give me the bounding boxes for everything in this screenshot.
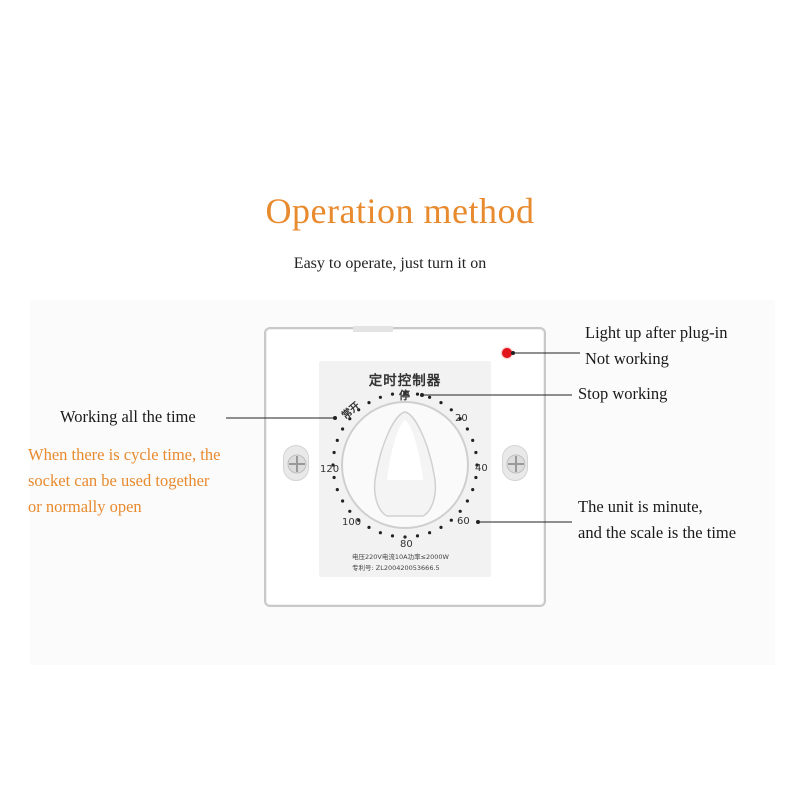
dial-dot: [332, 450, 336, 455]
dial-dot: [331, 463, 335, 467]
annotation-unit-line-2: and the scale is the time: [578, 523, 737, 542]
annotation-cycle-line-1: When there is cycle time, the: [28, 445, 221, 464]
annotation-working-all-time: Working all the time: [60, 407, 196, 426]
page-title: Operation method: [265, 191, 535, 231]
dial-dot: [335, 488, 339, 492]
dial-dot: [415, 534, 420, 538]
panel-title: 定时控制器: [368, 373, 442, 389]
annotation-not-working: Not working: [585, 349, 669, 368]
dial-dot: [378, 395, 382, 399]
dial-dot: [348, 417, 352, 421]
dial-dot: [428, 531, 432, 535]
dial-dot: [357, 408, 361, 412]
dial-dot: [403, 391, 407, 395]
scale-label-120: 120: [320, 464, 340, 475]
scale-label-20: 20: [455, 413, 468, 424]
dial-dot: [341, 499, 345, 503]
dial-dot: [449, 518, 453, 522]
spec-patent: 专利号: ZL200420053666.5: [352, 564, 440, 572]
dial-dot: [367, 525, 371, 529]
left-screw-icon: [283, 445, 309, 481]
scale-label-60: 60: [457, 516, 470, 527]
scale-label-80: 80: [400, 539, 413, 550]
annotation-cycle-line-2: socket can be used together: [28, 471, 210, 490]
dial-dot: [390, 392, 395, 396]
dial-dots: [331, 391, 479, 539]
annotation-cycle-line-3: or normally open: [28, 497, 142, 516]
timer-dial[interactable]: [319, 380, 491, 550]
annotation-stop-working: Stop working: [578, 384, 668, 403]
dial-dot: [341, 427, 345, 431]
dial-dot: [458, 417, 462, 421]
dial-dot: [439, 525, 443, 529]
dial-dot: [415, 392, 420, 396]
stop-mark: 停: [399, 389, 410, 402]
dial-dot: [403, 535, 407, 539]
dial-dot: [439, 401, 443, 405]
dial-dot: [474, 450, 478, 455]
dial-dot: [458, 509, 462, 513]
annotation-light-up: Light up after plug-in: [585, 323, 728, 342]
dial-dot: [332, 475, 336, 480]
dial-dot: [449, 408, 453, 412]
dial-dot: [471, 488, 475, 492]
power-indicator-light: [502, 348, 512, 358]
dial-dot: [471, 438, 475, 442]
dial-dot: [390, 534, 395, 538]
spec-rating: 电压220V电流10A功率≤2000W: [352, 553, 449, 561]
dial-dot: [474, 475, 478, 480]
annotation-unit-line-1: The unit is minute,: [578, 497, 703, 516]
dial-dot: [465, 427, 469, 431]
dial-dot: [475, 463, 479, 467]
dial-dot: [465, 499, 469, 503]
dial-dot: [357, 518, 361, 522]
scale-label-40: 40: [475, 463, 488, 474]
dial-dot: [335, 438, 339, 442]
right-screw-icon: [502, 445, 528, 481]
dial-dot: [428, 395, 432, 399]
dial-dot: [367, 401, 371, 405]
dial-dot: [348, 509, 352, 513]
dial-dot: [378, 531, 382, 535]
scale-label-100: 100: [342, 517, 362, 528]
page-subtitle: Easy to operate, just turn it on: [293, 255, 487, 272]
plate-tab: [353, 326, 393, 332]
